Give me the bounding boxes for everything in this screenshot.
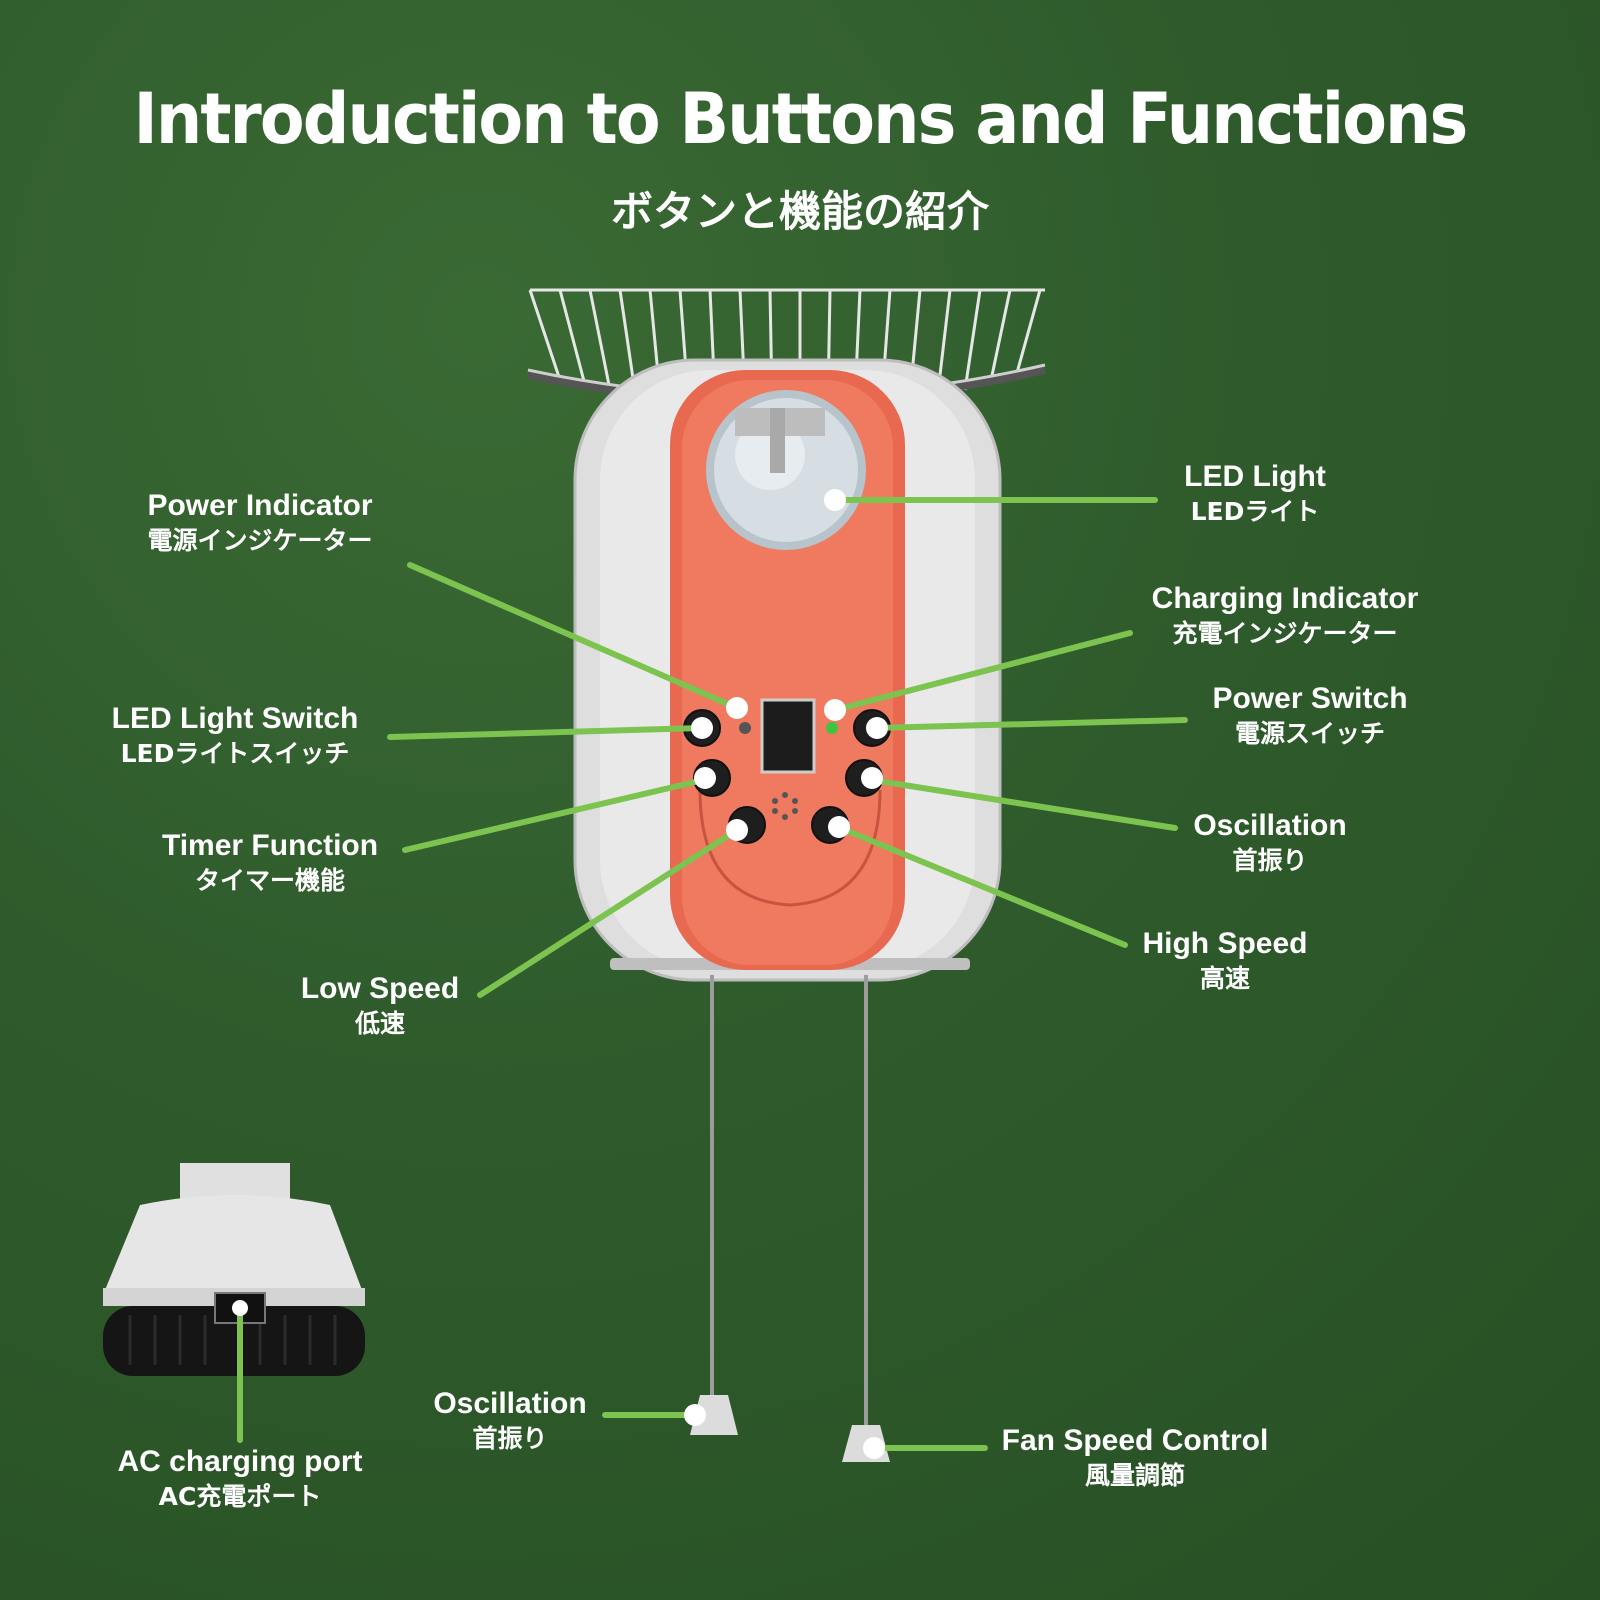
charging-indicator-led: [826, 722, 838, 734]
callout-dots: [232, 489, 888, 1459]
label-oscillation-cord: Oscillation 首振り: [410, 1385, 610, 1454]
label-fan-speed-control-en: Fan Speed Control: [1001, 1424, 1269, 1457]
page-subtitle: ボタンと機能の紹介: [610, 187, 989, 236]
label-low-speed-en: Low Speed: [300, 972, 460, 1005]
label-charging-indicator-jp: 充電インジケーター: [1172, 618, 1398, 648]
page-title: Introduction to Buttons and Functions: [133, 78, 1469, 160]
fan-base: [103, 1163, 365, 1376]
label-power-switch-en: Power Switch: [1212, 682, 1408, 715]
speaker-grille: [772, 792, 798, 820]
label-led-light: LED Light LEDライト: [1150, 458, 1360, 527]
label-charging-indicator: Charging Indicator 充電インジケーター: [1120, 580, 1450, 649]
label-ac-charging-port: AC charging port AC充電ポート: [95, 1443, 385, 1512]
label-led-light-switch: LED Light Switch LEDライトスイッチ: [90, 700, 380, 769]
label-oscillation-cord-en: Oscillation: [433, 1387, 587, 1420]
label-led-light-switch-jp: LEDライトスイッチ: [120, 738, 350, 768]
label-timer-function-jp: タイマー機能: [194, 865, 345, 895]
pull-cords: [710, 975, 868, 1425]
display-screen: [760, 698, 816, 774]
label-led-light-jp: LEDライト: [1190, 496, 1320, 526]
label-low-speed: Low Speed 低速: [280, 970, 480, 1039]
label-low-speed-jp: 低速: [354, 1008, 405, 1038]
power-indicator-led: [739, 722, 751, 734]
oscillation-cord-pull[interactable]: [690, 1395, 738, 1435]
label-fan-speed-control: Fan Speed Control 風量調節: [985, 1422, 1285, 1491]
label-oscillation-en: Oscillation: [1193, 809, 1347, 842]
label-high-speed-jp: 高速: [1199, 963, 1250, 993]
label-high-speed: High Speed 高速: [1120, 925, 1330, 994]
label-power-indicator-en: Power Indicator: [147, 489, 373, 522]
callout-lines: [237, 497, 1188, 1451]
label-oscillation-jp: 首振り: [1232, 845, 1308, 875]
label-oscillation: Oscillation 首振り: [1170, 807, 1370, 876]
label-ac-charging-port-en: AC charging port: [117, 1445, 363, 1478]
label-high-speed-en: High Speed: [1142, 927, 1308, 960]
label-ac-charging-port-jp: AC充電ポート: [158, 1481, 322, 1511]
label-oscillation-cord-jp: 首振り: [472, 1423, 548, 1453]
label-power-indicator: Power Indicator 電源インジケーター: [110, 487, 410, 556]
label-fan-speed-control-jp: 風量調節: [1084, 1460, 1185, 1490]
label-timer-function: Timer Function タイマー機能: [140, 827, 400, 896]
label-power-indicator-jp: 電源インジケーター: [147, 525, 373, 555]
label-power-switch-jp: 電源スイッチ: [1234, 718, 1385, 748]
label-led-light-en: LED Light: [1184, 460, 1326, 493]
label-power-switch: Power Switch 電源スイッチ: [1180, 680, 1440, 749]
label-led-light-switch-en: LED Light Switch: [111, 702, 359, 735]
label-timer-function-en: Timer Function: [161, 829, 379, 862]
label-charging-indicator-en: Charging Indicator: [1151, 582, 1419, 615]
